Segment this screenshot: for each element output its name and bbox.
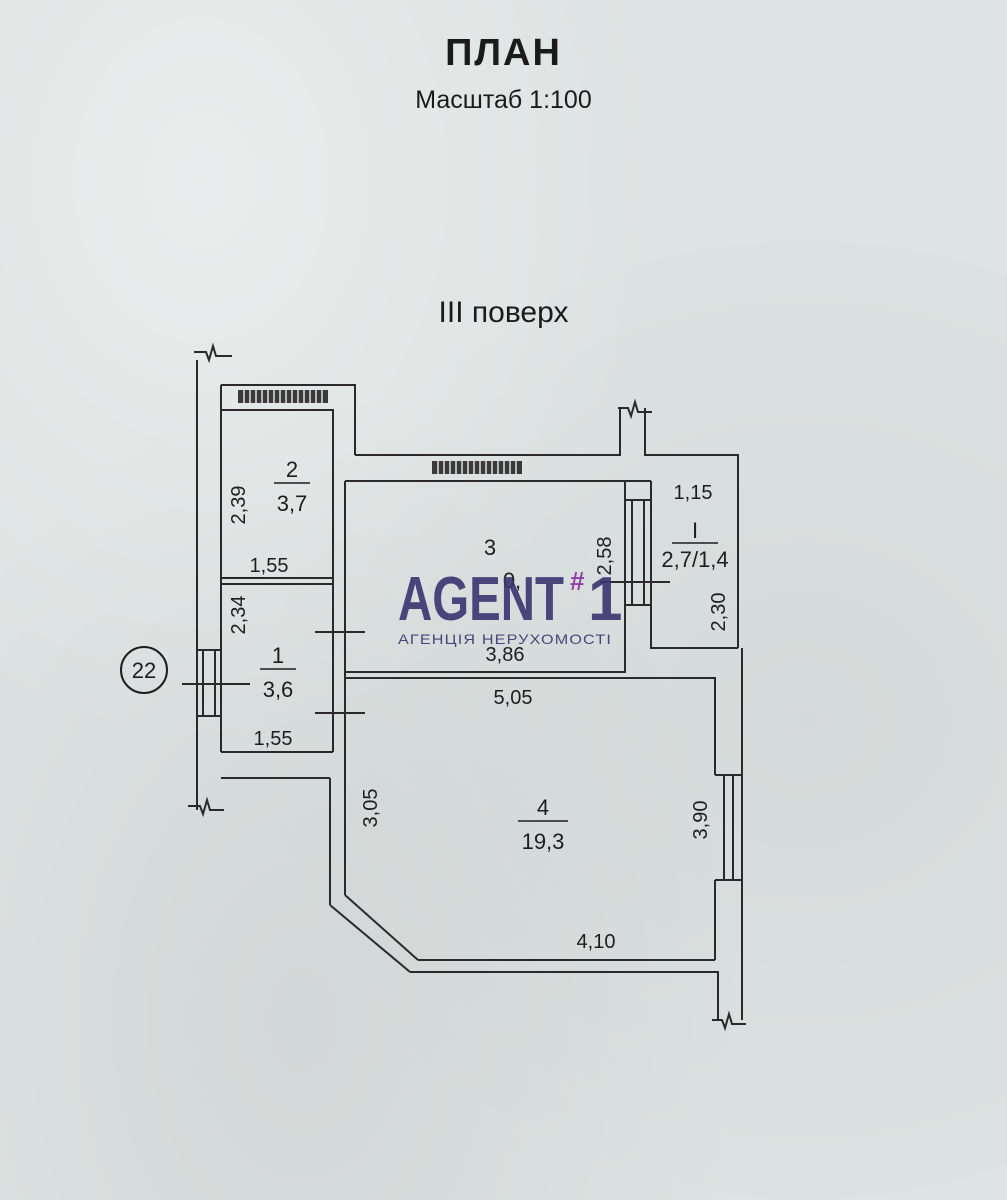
watermark-number-sign: # bbox=[570, 566, 585, 596]
room-1-area: 3,6 bbox=[263, 677, 294, 702]
wall-room2-top bbox=[221, 384, 356, 455]
dim-balcony-height: 2,30 bbox=[708, 593, 730, 632]
wall-right-stub bbox=[644, 408, 739, 648]
dim-room4-left: 3,05 bbox=[360, 789, 382, 828]
dim-room4-top: 5,05 bbox=[494, 687, 533, 709]
watermark-brand: AGENT bbox=[398, 565, 564, 634]
dim-balcony-width: 1,15 bbox=[674, 482, 713, 504]
break-mark-bottom-left bbox=[188, 796, 224, 818]
dim-room1-height: 2,34 bbox=[228, 596, 250, 635]
radiator-room3 bbox=[432, 461, 522, 474]
dim-room3-width: 3,86 bbox=[486, 644, 525, 666]
wall-room1-room2-divider bbox=[221, 577, 333, 585]
room-4-area: 19,3 bbox=[522, 829, 565, 854]
dim-room1-width: 1,55 bbox=[254, 728, 293, 750]
floor-label: III поверх bbox=[438, 296, 569, 329]
wall-room4-diag-outer bbox=[329, 904, 411, 973]
room-3-number: 3 bbox=[484, 535, 496, 560]
wall-room4-diag-inner bbox=[344, 894, 419, 961]
radiator-room2 bbox=[238, 390, 328, 403]
dim-room4-bottom: 4,10 bbox=[577, 931, 616, 953]
dim-room2-width: 1,55 bbox=[250, 555, 289, 577]
window-left bbox=[197, 649, 221, 717]
wall-room3-top bbox=[355, 408, 621, 456]
break-mark-top-left bbox=[194, 342, 232, 364]
break-mark-bottom-right bbox=[712, 1010, 746, 1032]
watermark-subtitle: АГЕНЦІЯ НЕРУХОМОСТІ bbox=[398, 631, 612, 647]
wall-room4-top bbox=[345, 677, 716, 775]
break-mark-top-right bbox=[618, 398, 652, 420]
room-3-area: 0, bbox=[503, 568, 521, 593]
apartment-number: 22 bbox=[132, 658, 156, 683]
plan-title: ПЛАН bbox=[445, 32, 562, 74]
watermark-number: 1 bbox=[588, 565, 622, 634]
wall-room2-top-inner bbox=[221, 409, 334, 752]
dim-room4-right: 3,90 bbox=[690, 801, 712, 840]
wall-balcony-inner bbox=[650, 481, 738, 649]
room-2-area: 3,7 bbox=[277, 491, 308, 516]
room-4-number: 4 bbox=[537, 795, 549, 820]
wall-room3-top-inner bbox=[345, 480, 626, 673]
dim-room2-height: 2,39 bbox=[228, 486, 250, 525]
window-room4-right bbox=[715, 774, 742, 881]
plan-scale: Масштаб 1:100 bbox=[415, 86, 592, 114]
watermark: AGENT # 1 АГЕНЦІЯ НЕРУХОМОСТІ bbox=[398, 565, 622, 647]
room-1-number: 1 bbox=[272, 643, 284, 668]
room-I-area: 2,7/1,4 bbox=[661, 547, 728, 572]
dim-room3-side: 2,58 bbox=[594, 537, 616, 576]
apartment-number-circle bbox=[120, 646, 168, 694]
balcony-door bbox=[625, 499, 651, 606]
room-I-number: I bbox=[692, 518, 698, 543]
room-2-number: 2 bbox=[286, 457, 298, 482]
wall-room4-bottom-outer bbox=[410, 971, 719, 1020]
